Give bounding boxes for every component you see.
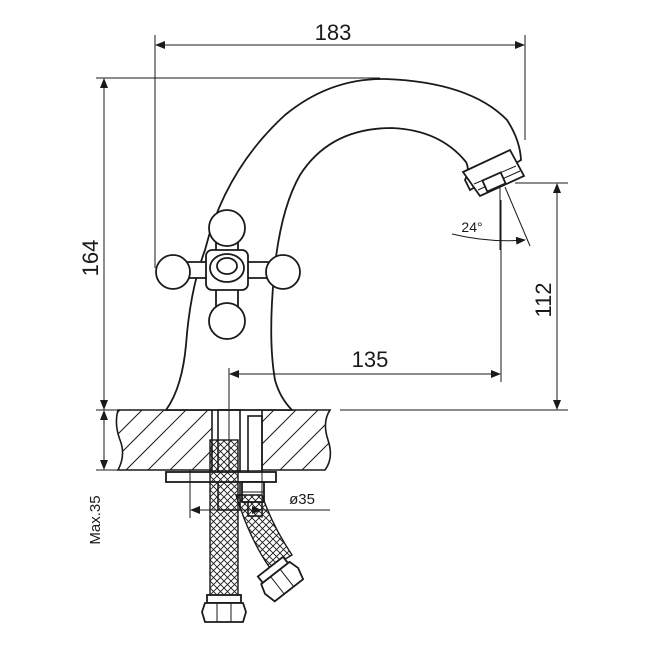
dimension-spout-reach: 135 [228, 200, 502, 430]
aerator [461, 148, 526, 198]
height-total-label: 164 [78, 240, 103, 277]
dimension-height: 164 [78, 77, 380, 411]
supply-hoses [201, 439, 305, 623]
spout-angle-label: 24° [461, 219, 482, 235]
max-thickness-label: Max.35 [87, 495, 104, 544]
width-total-label: 183 [315, 20, 352, 45]
dimension-hole-diameter: ø35 [189, 470, 330, 518]
cross-handle [155, 209, 301, 340]
dimension-width: 183 [154, 20, 526, 268]
spout-reach-label: 135 [352, 347, 389, 372]
faucet-body [164, 78, 526, 411]
dimension-max-thickness: Max.35 [87, 400, 140, 545]
dimension-spout-height: 112 [340, 182, 568, 411]
dimension-spout-angle: 24° [451, 185, 531, 250]
hole-diameter-label: ø35 [289, 491, 315, 508]
spout-height-label: 112 [531, 282, 556, 317]
